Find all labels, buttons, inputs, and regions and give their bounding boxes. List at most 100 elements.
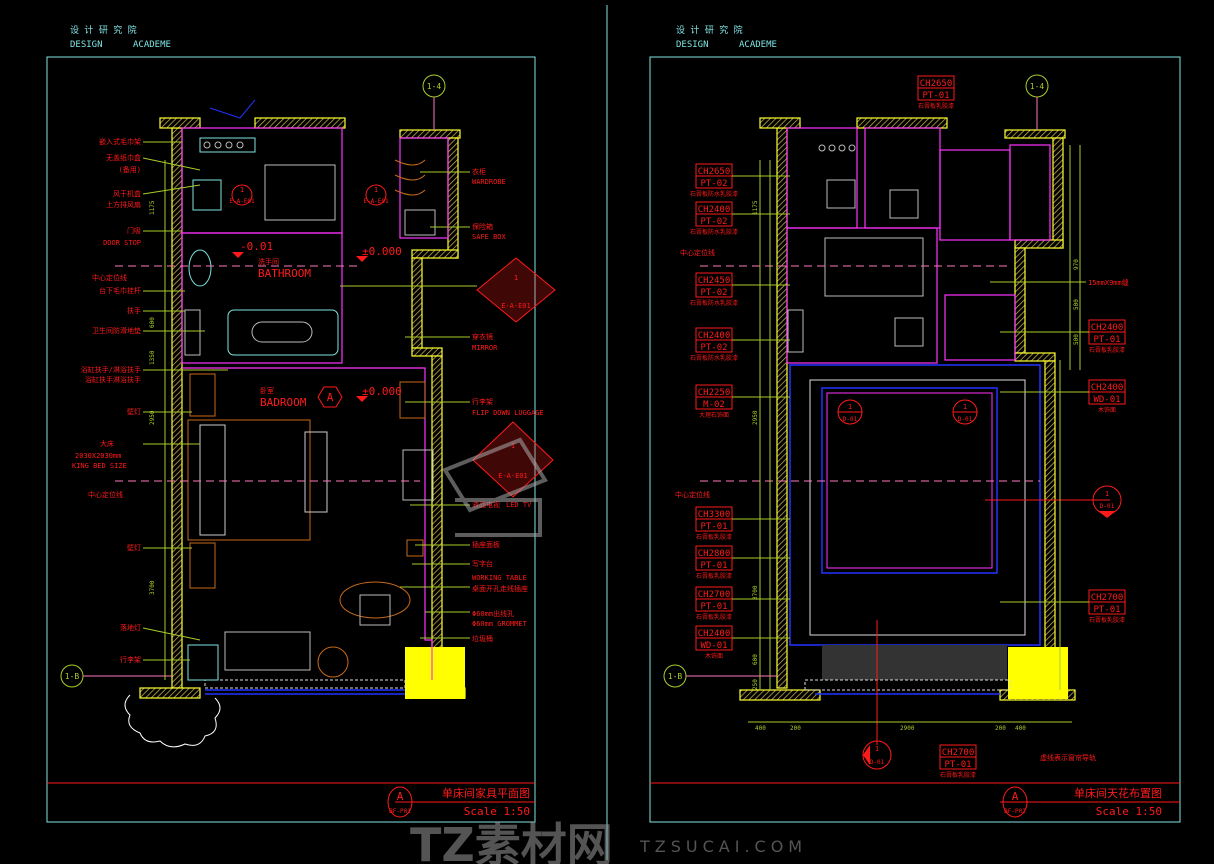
note: 15mmX9mm缝 [1088,278,1129,287]
note: 写字台 [472,559,493,568]
dim: 2950 [752,410,759,425]
ceiling-material: PT-01 [1093,605,1120,615]
dim: 1175 [149,200,156,215]
column [405,647,465,699]
ceiling-material: PT-02 [700,343,727,353]
note: WARDROBE [472,178,506,186]
ceiling-material: PT-02 [700,288,727,298]
note: 中心定位线 [92,273,127,282]
right-title-block: A BF-P02 单床间天花布置图 Scale 1:50 [650,782,1180,818]
ceiling-material: PT-01 [922,91,949,101]
section-ref: D-01 [843,416,858,423]
section-number: 1 [963,403,967,411]
sheet-ref: BF-P02 [1004,808,1026,815]
right-ceiling-plan: 1-4 1-B [663,74,1110,745]
level-mark: ±0.000 [362,245,402,258]
section-number: 1 [875,745,879,753]
ceiling-note: 石膏板乳胶漆 [696,533,732,541]
ceiling-material: PT-01 [1093,335,1120,345]
note: KING BED SIZE [72,462,127,470]
left-title-block: A BF-P01 单床间家具平面图 Scale 1:50 [47,782,535,818]
section-ref: D-01 [958,416,973,423]
dim: 500 [1073,334,1080,345]
dim: 3700 [752,585,759,600]
org-name-cn: 设 计 研 究 院 [676,24,743,36]
note: 落地灯 [120,623,141,632]
note: 大床 [100,439,114,448]
grid-label-bottom: 1-B [65,672,80,681]
dim: 970 [1073,259,1080,270]
watermark-url: TZSUCAI.COM [639,837,807,856]
note: LED TV [506,501,532,509]
note: 桌面开孔走线插座 [472,584,528,593]
note: Φ60mm GROMMET [472,620,528,628]
ceiling-note: 石膏板乳胶漆 [696,572,732,580]
org-name-en-2: ACADEME [133,40,171,50]
elevation-number: 1 [511,442,515,450]
ceiling-dims: 400 200 2900 200 400 970 500 500 1175 29… [752,200,1080,732]
ceiling-height: CH2400 [698,205,731,215]
note: 行李架 [120,655,141,664]
ceiling-material: WD-01 [700,641,727,651]
section-number: 1 [1105,490,1109,498]
ceiling-height: CH2400 [698,331,731,341]
left-dims: 1175 600 1350 2950 3700 [149,200,156,595]
ceiling-note: 石膏板乳胶漆 [1089,616,1125,624]
dim: 400 [1015,725,1026,732]
ceiling-height: CH3300 [698,510,731,520]
note: 垃圾桶 [472,634,493,643]
watermark-brand: TZ素材网 [410,818,613,864]
drawing-scale: Scale 1:50 [464,805,530,818]
ceiling-material: PT-01 [700,602,727,612]
dim: 2950 [149,410,156,425]
note: Φ60mm出线孔 [472,609,514,618]
dim: 200 [790,725,801,732]
ceiling-material: PT-01 [944,760,971,770]
org-name-en-2: ACADEME [739,40,777,50]
right-header: 设 计 研 究 院 DESIGN ACADEME [676,24,777,50]
ceiling-note: 石膏板乳胶漆 [1089,346,1125,354]
ceiling-height: CH2700 [942,748,975,758]
ceiling-height: CH2400 [1091,323,1124,333]
ceiling-height: CH2400 [698,629,731,639]
ceiling-material: PT-01 [700,522,727,532]
note: 行李架 [472,397,493,406]
note: FLIP DOWN LUGGAGE [472,409,544,417]
dim: 250 [752,679,759,690]
note: SAFE BOX [472,233,507,241]
elevation-ref: E-A-E01 [229,198,255,205]
dim: 600 [752,654,759,665]
level-mark: -0.01 [240,240,273,253]
ceiling-note: 大理石饰面 [699,411,729,419]
ceiling-height: CH2650 [920,79,953,89]
ceiling-height: CH2700 [698,590,731,600]
note: 中心定位线 [675,490,710,499]
note: 风干机盒 [113,189,141,198]
org-name-cn: 设 计 研 究 院 [70,24,137,36]
room-name-en: BADROOM [260,396,307,409]
note: 浴缸扶手淋浴扶手 [85,375,141,384]
note: 虚线表示窗帘导轨 [1040,753,1096,762]
note: DOOR STOP [103,239,141,247]
ceiling-material: PT-02 [700,217,727,227]
note: 门吸 [127,226,141,235]
note: 上方排风扇 [106,200,141,209]
ceiling-note: 石膏板防水乳胶漆 [690,299,738,307]
elevation-ref: E-A-E01 [363,198,389,205]
ceiling-note: 石膏板防水乳胶漆 [690,228,738,236]
dim: 400 [755,725,766,732]
dim: 1350 [149,350,156,365]
section-markers: 1 D-01 1 D-01 1 D-01 1 D-01 [837,399,1122,770]
note: 台下毛巾挂杆 [99,286,141,295]
ceiling-height: CH2400 [1091,383,1124,393]
note: (备用) [119,165,141,174]
right-sheet-frame [649,56,1181,823]
